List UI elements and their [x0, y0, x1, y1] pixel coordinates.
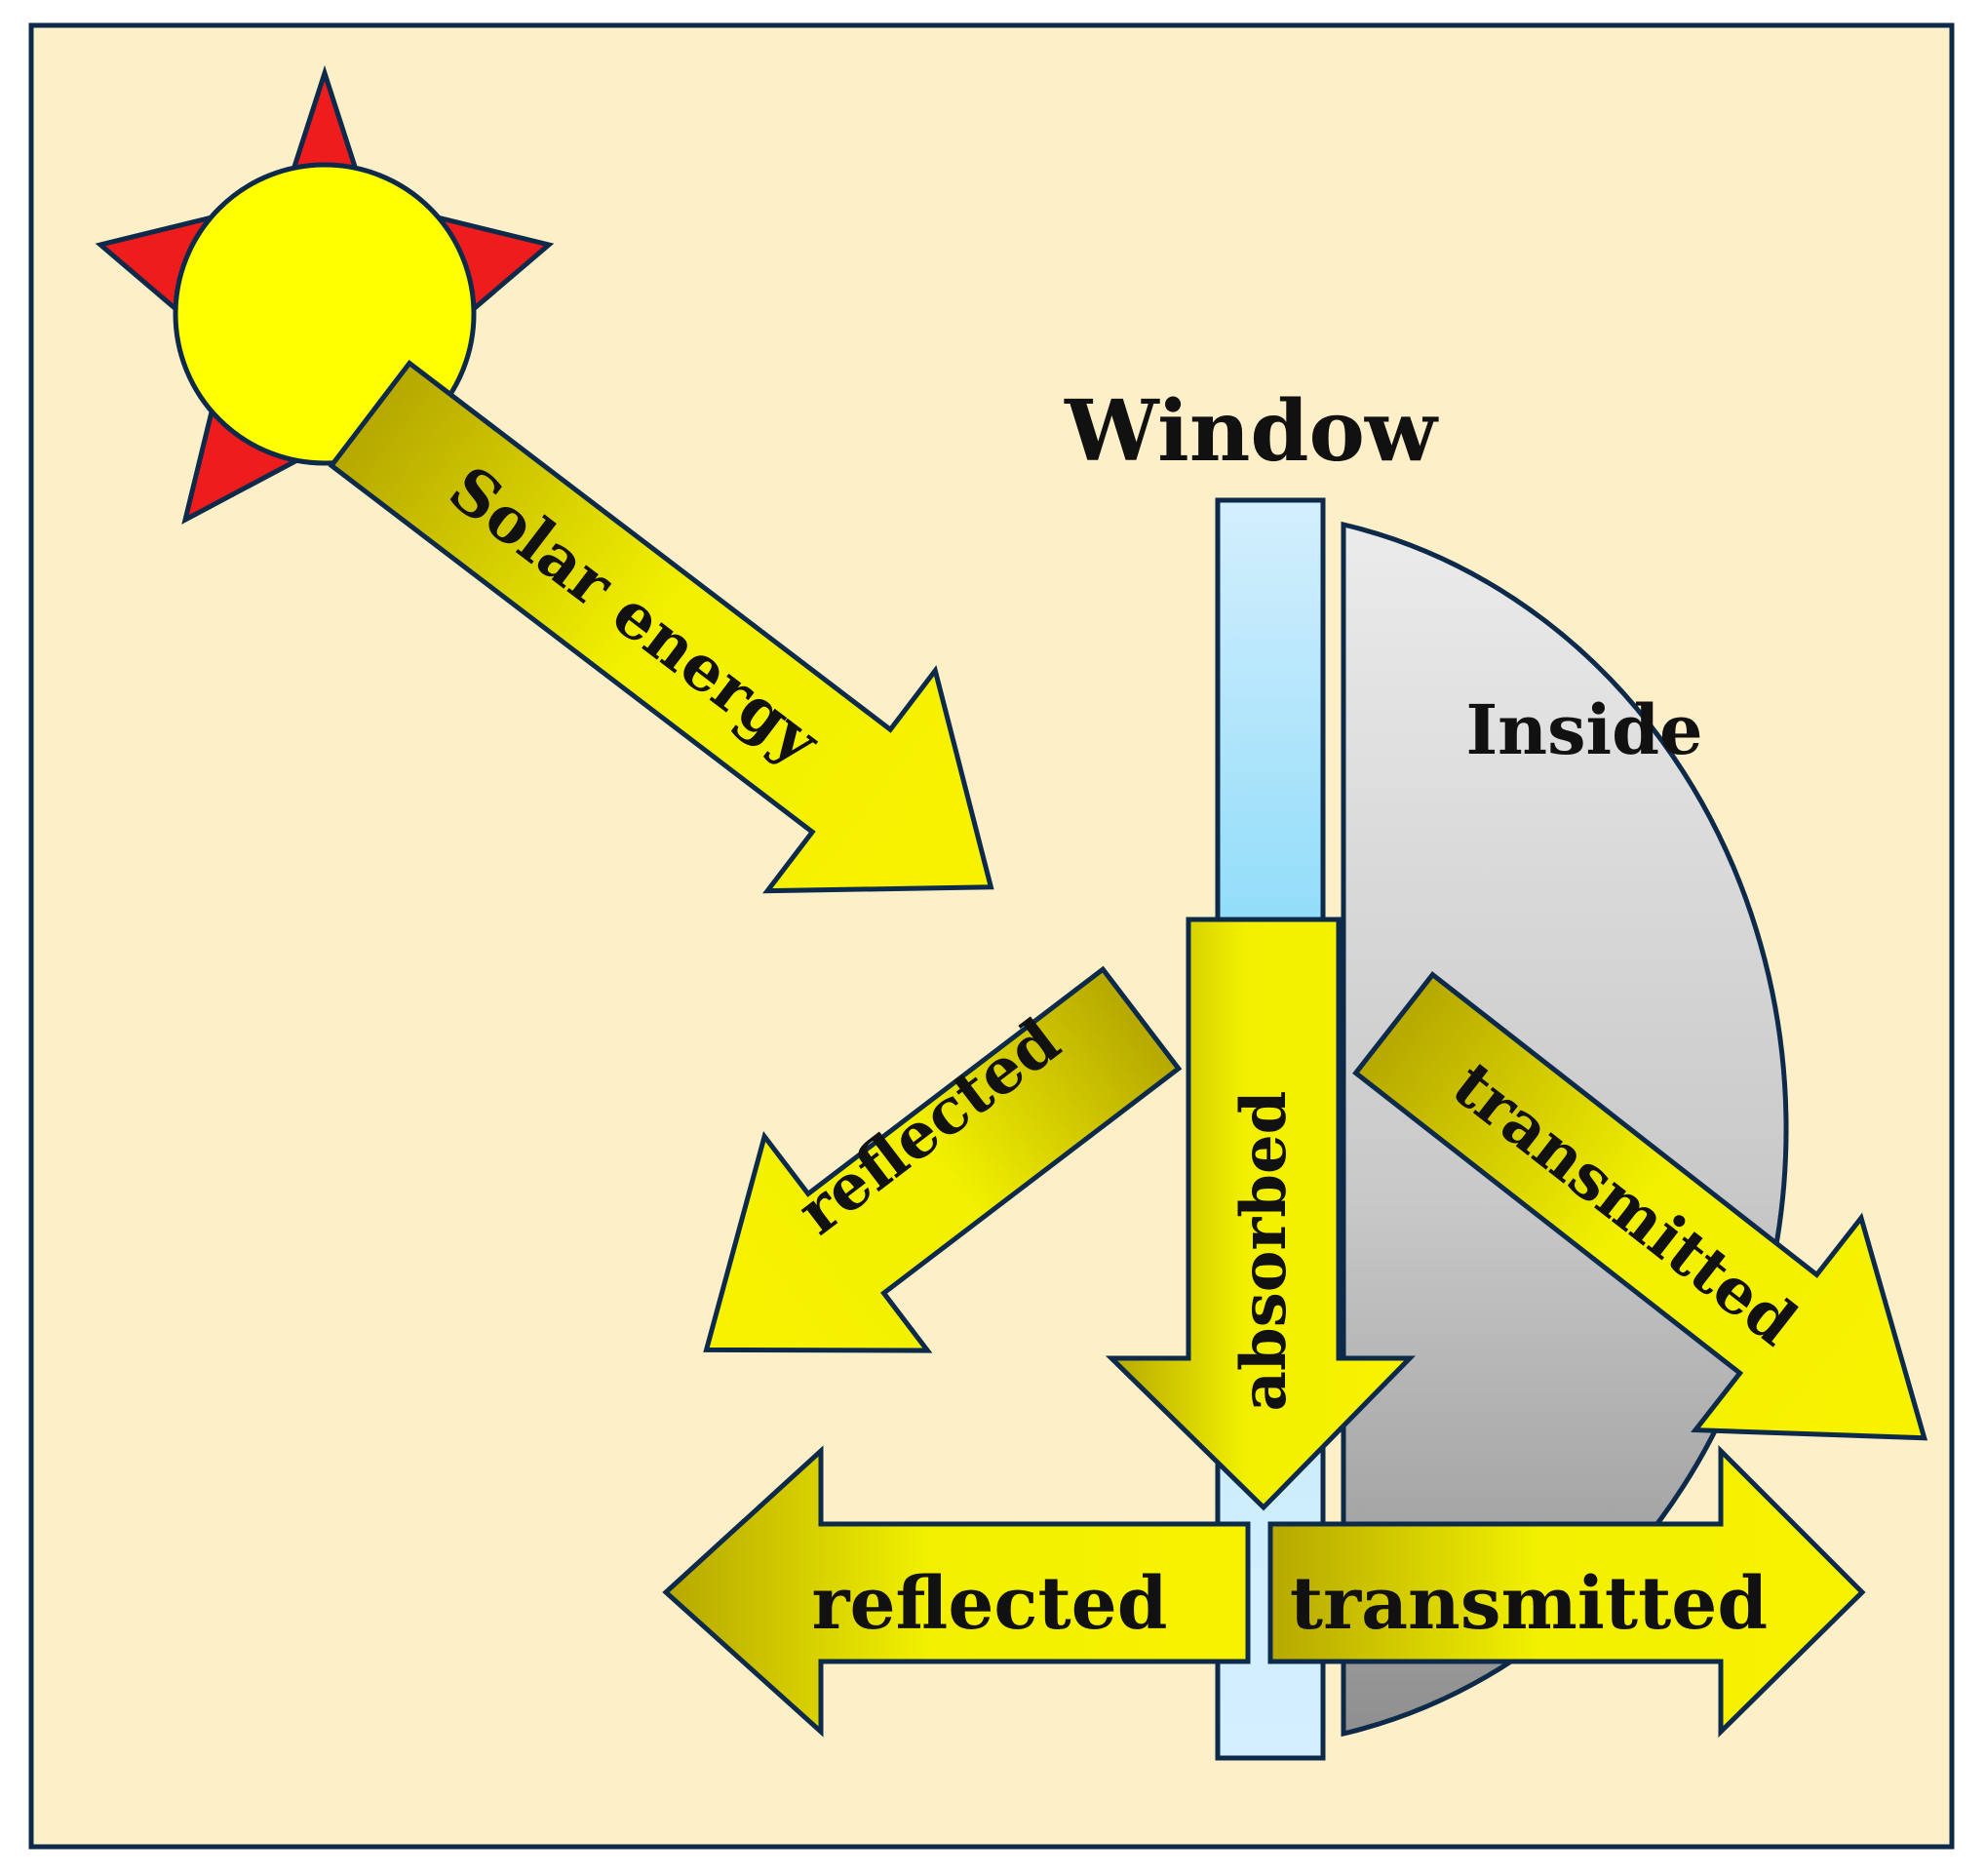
absorbed-arrow: absorbed	[1105, 917, 1416, 1511]
absorbed-label: absorbed	[1227, 1091, 1301, 1412]
reflected-horizontal-arrow: reflected	[662, 1445, 1251, 1738]
inside-label: Inside	[1465, 689, 1702, 770]
transmitted-horizontal-label: transmitted	[1290, 1562, 1768, 1646]
reflected-horizontal-label: reflected	[811, 1562, 1167, 1646]
transmitted-horizontal-arrow: transmitted	[1267, 1444, 1866, 1738]
window-label: Window	[1064, 382, 1439, 481]
